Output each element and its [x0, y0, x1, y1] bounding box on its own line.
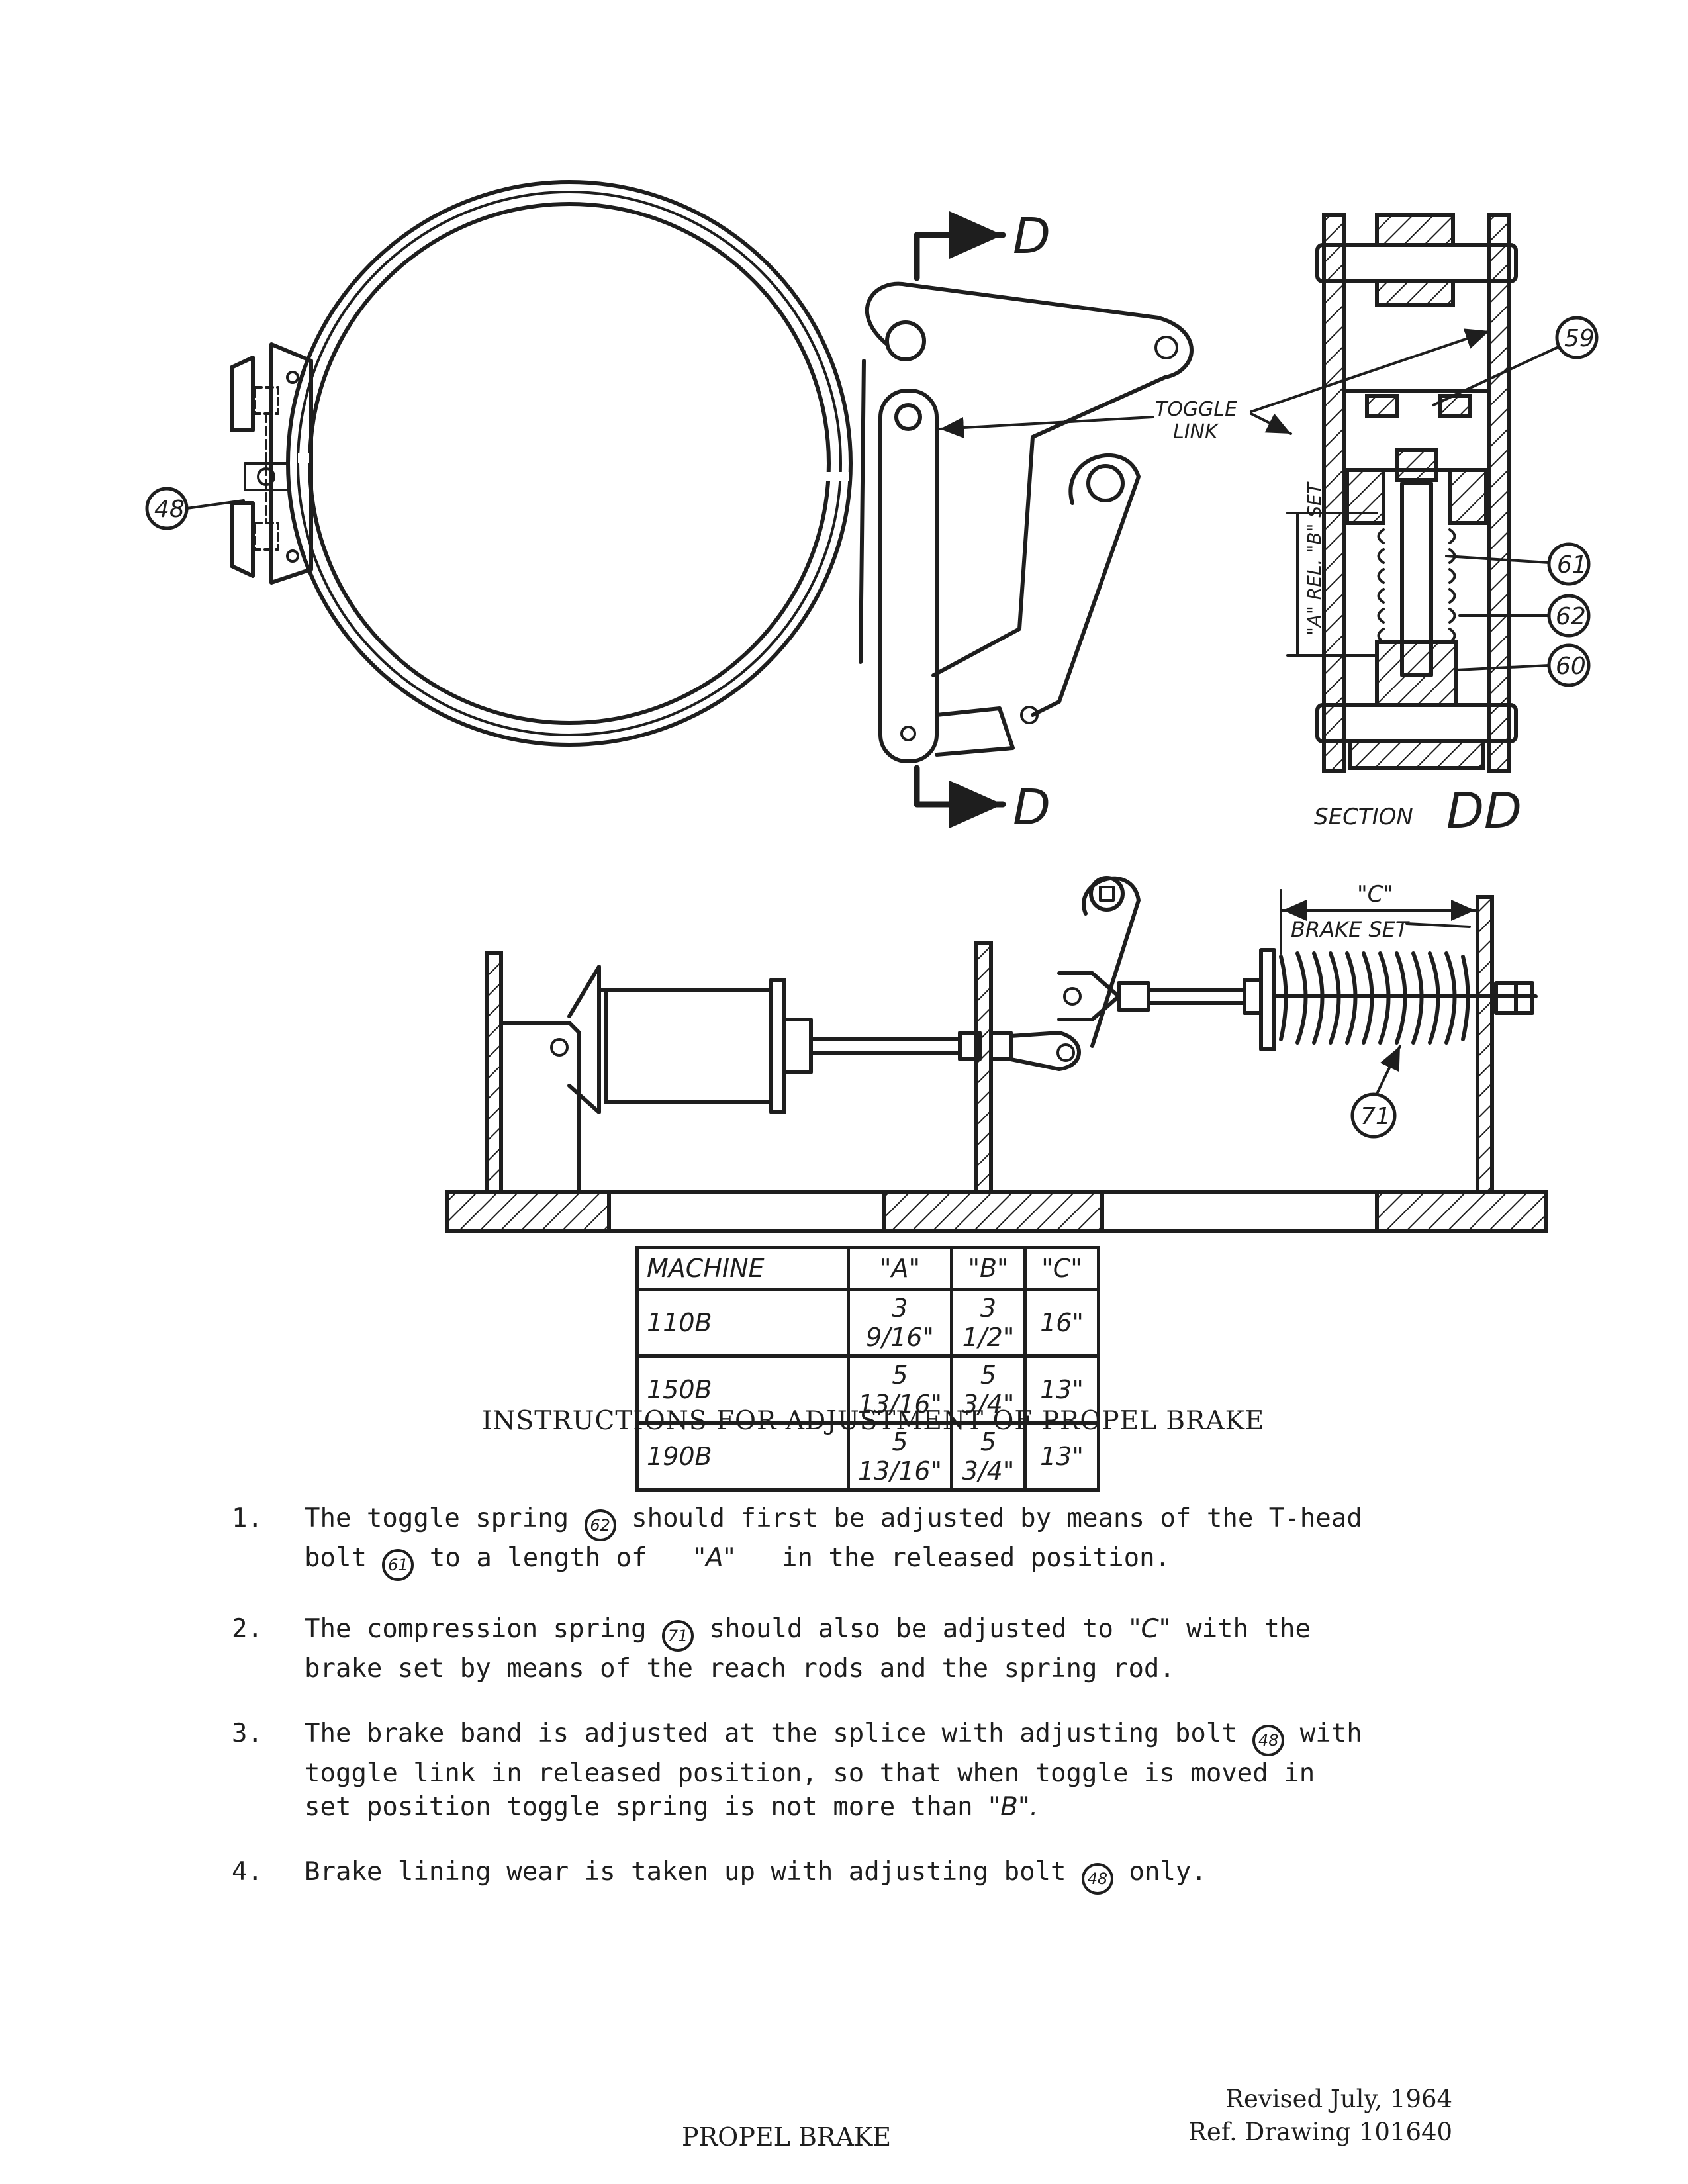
step-text: bolt	[305, 1543, 383, 1573]
svg-text:59: 59	[1564, 325, 1595, 352]
header-cell: "B"	[949, 1246, 1027, 1291]
splice-adjusting-bolt	[230, 342, 313, 585]
dimension-ref: "A"	[694, 1543, 735, 1573]
svg-text:61: 61	[1557, 551, 1587, 579]
header-cell: MACHINE	[635, 1246, 850, 1291]
step-text: The toggle spring	[305, 1503, 585, 1533]
table-row: 110B 3 9/16" 3 1/2" 16"	[635, 1288, 1100, 1358]
table-row: 150B 5 13/16" 5 3/4" 13"	[635, 1354, 1100, 1425]
table-cell: 5 13/16"	[847, 1421, 953, 1492]
table-cell: 13"	[1023, 1421, 1100, 1492]
callout-61: 61	[1445, 542, 1591, 586]
svg-text:LINK: LINK	[1173, 420, 1219, 444]
step-text: The brake band is adjusted at the splice…	[305, 1719, 1253, 1748]
callout-ref: 61	[382, 1549, 414, 1581]
table-cell: 16"	[1023, 1288, 1100, 1358]
toggle-link-label: TOGGLE LINK	[939, 328, 1491, 444]
step-line: brake set by means of the reach rods and…	[305, 1654, 1175, 1684]
section-marker-top: D	[914, 208, 1051, 281]
step-text: to a length of	[414, 1543, 694, 1573]
svg-text:SECTION: SECTION	[1314, 804, 1413, 830]
svg-text:62: 62	[1556, 603, 1586, 630]
dimension-ref: "B".	[988, 1792, 1039, 1822]
step-number: 3.	[232, 1719, 263, 1748]
machine-spec-table: MACHINE "A" "B" "C" 110B 3 9/16" 3 1/2" …	[635, 1246, 1100, 1492]
callout-60: 60	[1455, 643, 1591, 687]
table-cell: 5 3/4"	[949, 1421, 1027, 1492]
instruction-step-2: 2. The compression spring 71 should also…	[232, 1612, 1489, 1685]
callout-ref: 48	[1252, 1725, 1285, 1756]
svg-text:D: D	[1013, 208, 1051, 265]
svg-text:TOGGLE: TOGGLE	[1155, 398, 1237, 421]
step-line: bolt 61 to a length of "A" in the releas…	[305, 1541, 1489, 1581]
step-line: The brake band is adjusted at the splice…	[305, 1717, 1489, 1756]
callout-ref: 48	[1082, 1863, 1113, 1895]
revision-block: Revised July, 1964 Ref. Drawing 101640	[1188, 2083, 1452, 2149]
instruction-step-4: 4. Brake lining wear is taken up with ad…	[232, 1855, 1489, 1895]
callout-48: 48	[145, 487, 245, 530]
step-text: only.	[1113, 1857, 1207, 1887]
section-dd: "A" REL. "B" SET SECTION DD	[1286, 213, 1522, 839]
step-text: should first be adjusted by means of the…	[616, 1503, 1362, 1533]
step-line: Brake lining wear is taken up with adjus…	[305, 1855, 1489, 1895]
table-row: 190B 5 13/16" 5 3/4" 13"	[635, 1421, 1100, 1492]
table-cell: 190B	[635, 1421, 850, 1492]
instructions-heading: INSTRUCTIONS FOR ADJUSTMENT OF PROPEL BR…	[482, 1406, 1265, 1436]
step-text: in the released position.	[735, 1543, 1171, 1573]
callout-ref: 71	[662, 1620, 694, 1652]
instruction-steps: 1. The toggle spring 62 should first be …	[232, 1501, 1489, 1926]
step-number: 2.	[232, 1614, 263, 1644]
section-marker-bottom: D	[914, 765, 1051, 836]
table-cell: 150B	[635, 1354, 850, 1425]
table-cell: 110B	[635, 1288, 850, 1358]
step-line: The compression spring 71 should also be…	[305, 1612, 1489, 1652]
instruction-step-3: 3. The brake band is adjusted at the spl…	[232, 1717, 1489, 1824]
callout-71: 71	[1350, 1045, 1401, 1139]
table-cell: 5 13/16"	[847, 1354, 953, 1425]
callout-ref: 62	[584, 1509, 616, 1541]
page-title: PROPEL BRAKE	[682, 2122, 892, 2152]
step-text: with the	[1170, 1614, 1311, 1644]
step-number: 1.	[232, 1503, 263, 1533]
table-cell: 5 3/4"	[949, 1354, 1027, 1425]
step-line: toggle link in released position, so tha…	[305, 1758, 1315, 1788]
step-text: set position toggle spring is not more t…	[305, 1792, 989, 1822]
step-text: with	[1284, 1719, 1362, 1748]
step-text: The compression spring	[305, 1614, 663, 1644]
reference-drawing: Ref. Drawing 101640	[1188, 2118, 1453, 2146]
instruction-step-1: 1. The toggle spring 62 should first be …	[232, 1501, 1489, 1581]
svg-text:D: D	[1013, 779, 1051, 836]
step-number: 4.	[232, 1857, 263, 1887]
svg-text:71: 71	[1360, 1103, 1391, 1130]
step-text: should also be adjusted to	[694, 1614, 1129, 1644]
brake-band	[286, 180, 853, 747]
svg-text:BRAKE SET: BRAKE SET	[1291, 917, 1410, 942]
step-line: set position toggle spring is not more t…	[305, 1790, 1489, 1824]
revised-date: Revised July, 1964	[1225, 2085, 1453, 2113]
callout-62: 62	[1458, 594, 1591, 638]
header-cell: "A"	[847, 1246, 953, 1291]
step-line: The toggle spring 62 should first be adj…	[305, 1501, 1489, 1541]
svg-text:"C": "C"	[1357, 881, 1393, 908]
dimension-ref: "C"	[1129, 1614, 1171, 1644]
header-cell: "C"	[1023, 1246, 1100, 1291]
side-elevation: "C" BRAKE SET	[445, 876, 1548, 1233]
svg-text:60: 60	[1556, 653, 1586, 680]
callout-59: 59	[1432, 316, 1599, 406]
toggle-mechanism	[859, 281, 1194, 763]
step-text: Brake lining wear is taken up with adjus…	[305, 1857, 1082, 1887]
table-cell: 3 1/2"	[949, 1288, 1027, 1358]
svg-text:48: 48	[154, 496, 185, 523]
table-cell: 3 9/16"	[847, 1288, 953, 1358]
table-cell: 13"	[1023, 1354, 1100, 1425]
svg-text:DD: DD	[1446, 783, 1522, 839]
svg-text:"A" REL. "B" SET: "A" REL. "B" SET	[1303, 481, 1325, 636]
table-header-row: MACHINE "A" "B" "C"	[635, 1246, 1100, 1291]
